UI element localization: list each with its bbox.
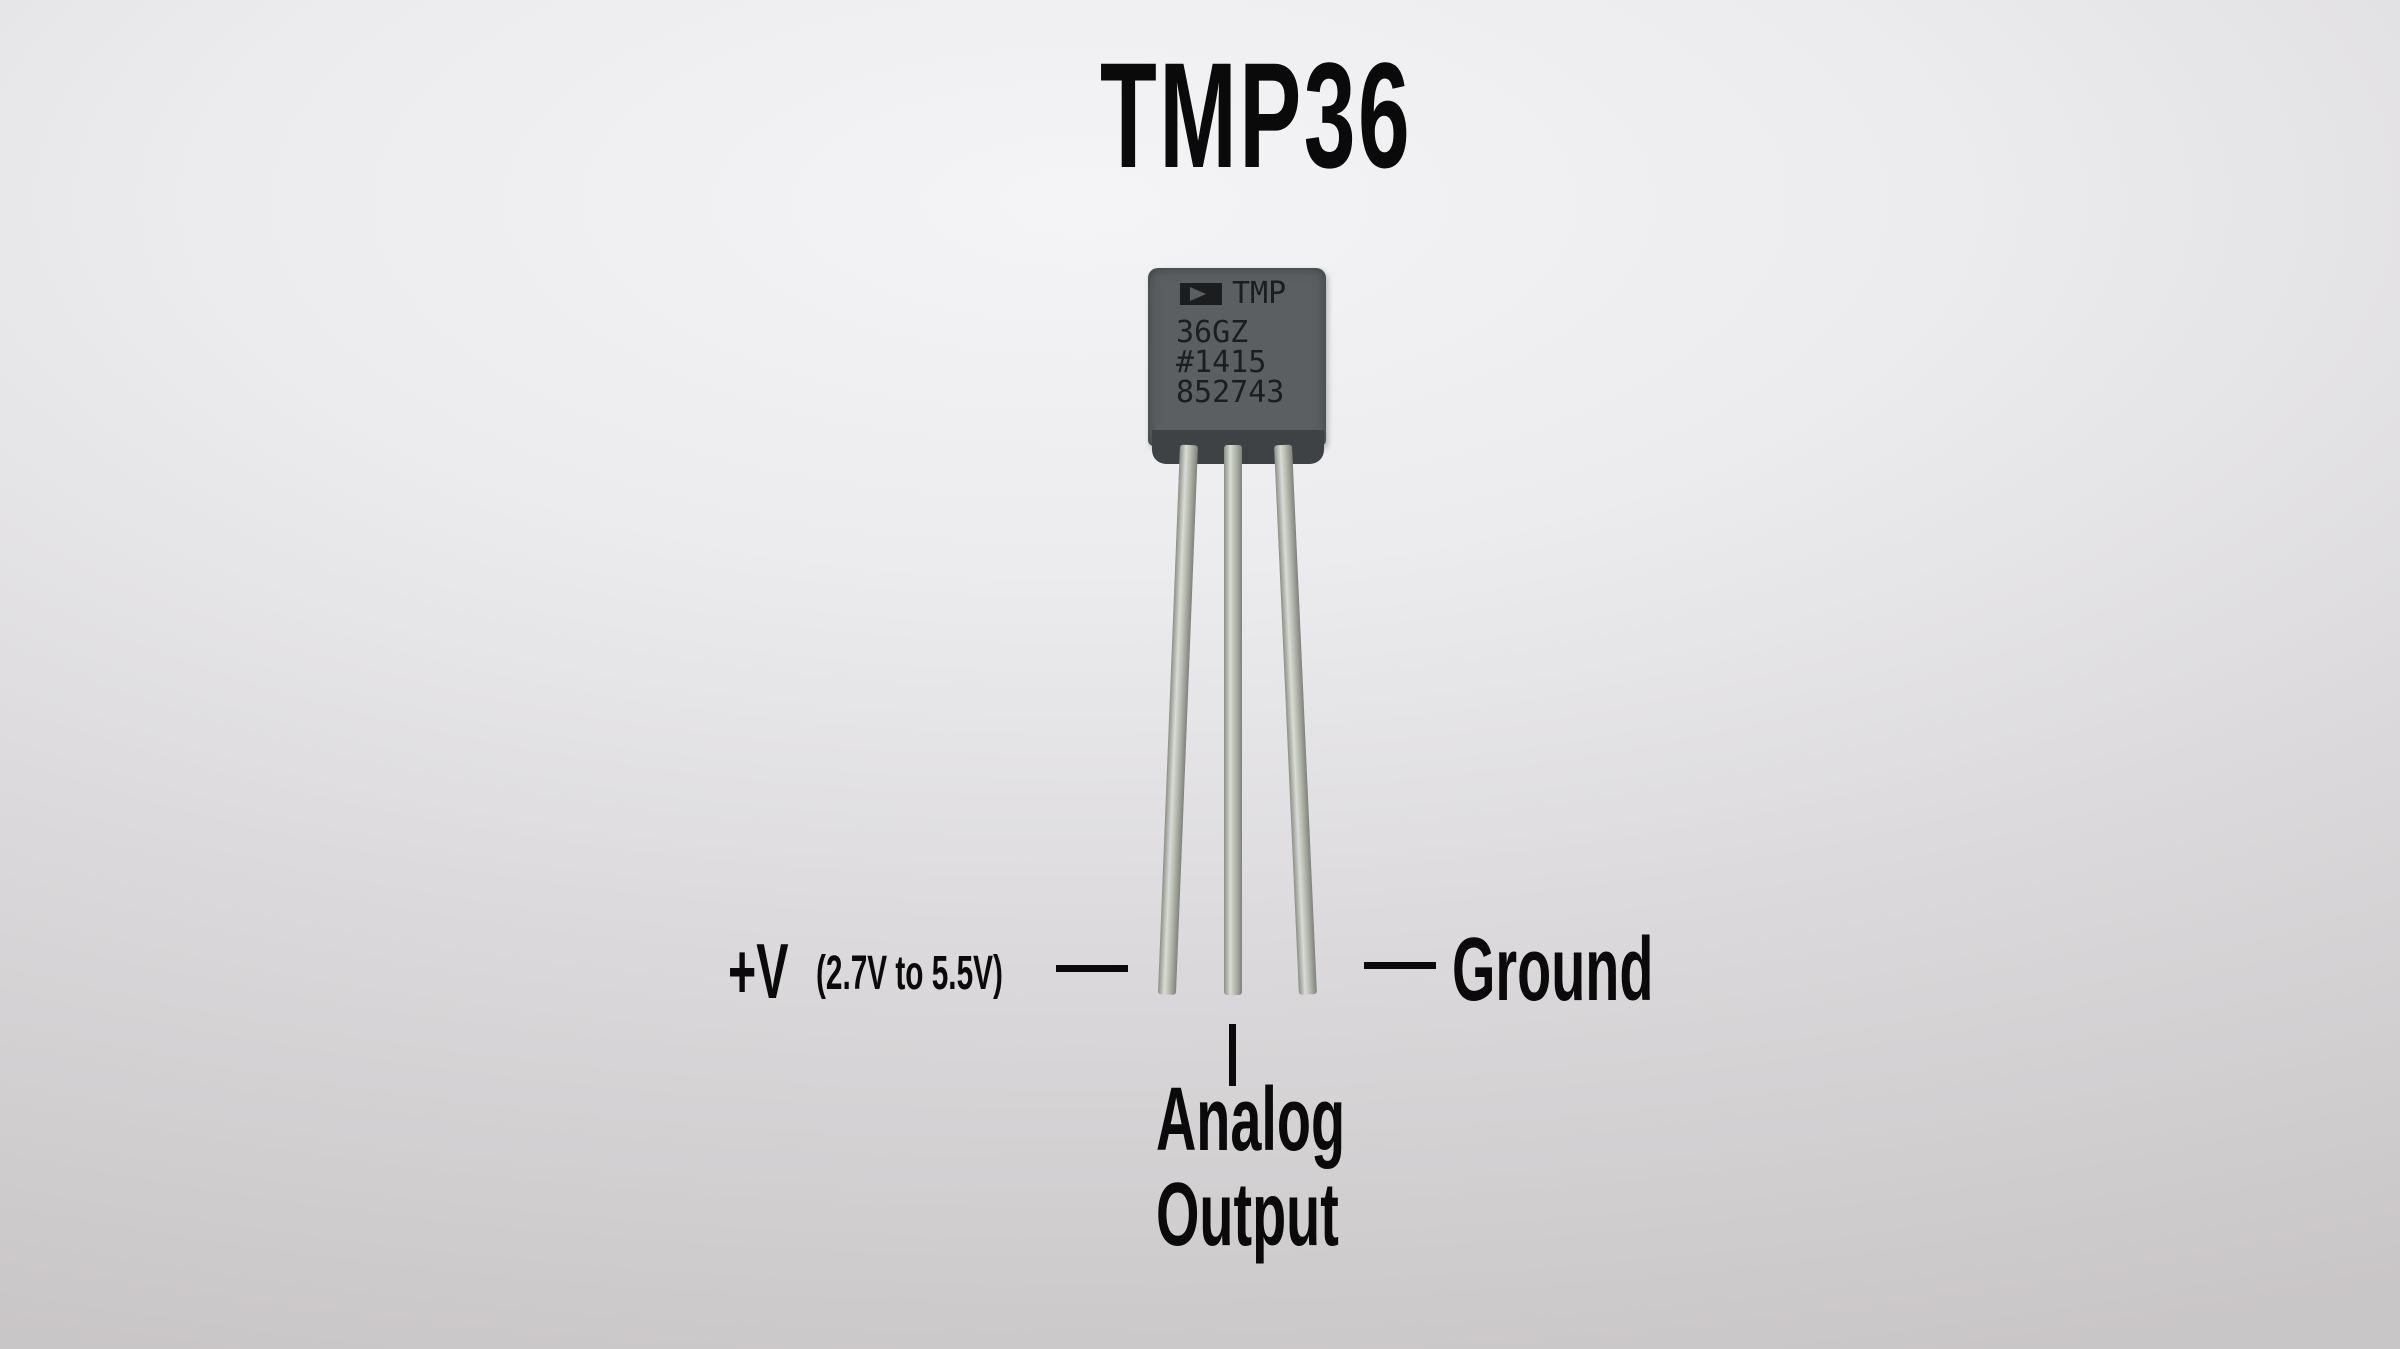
pin-ground-label: Ground [1452,920,1654,1020]
marking-line-2: 36GZ [1176,315,1249,350]
pin-analog-output-lead [1224,445,1242,995]
pin-vplus-connector [1056,965,1128,972]
pin-ground-lead [1274,444,1317,995]
pin-analog-output-connector [1229,1024,1236,1086]
pin-vplus-lead [1157,444,1198,995]
sensor-body [1148,268,1326,446]
marking-line-4: 852743 [1176,375,1285,410]
pin-vplus-label: +V [728,927,789,1015]
manufacturer-logo-icon [1180,283,1222,305]
marking-line-3: #1415 [1176,345,1267,380]
pin-analog-output-label-line2: Output [1156,1165,1339,1265]
pin-ground-connector [1364,962,1436,969]
diagram-title: TMP36 [1100,31,1413,199]
marking-line-1: TMP [1232,276,1287,311]
pin-analog-output-label-line1: Analog [1156,1070,1346,1170]
pin-vplus-range: (2.7V to 5.5V) [816,947,1003,1000]
